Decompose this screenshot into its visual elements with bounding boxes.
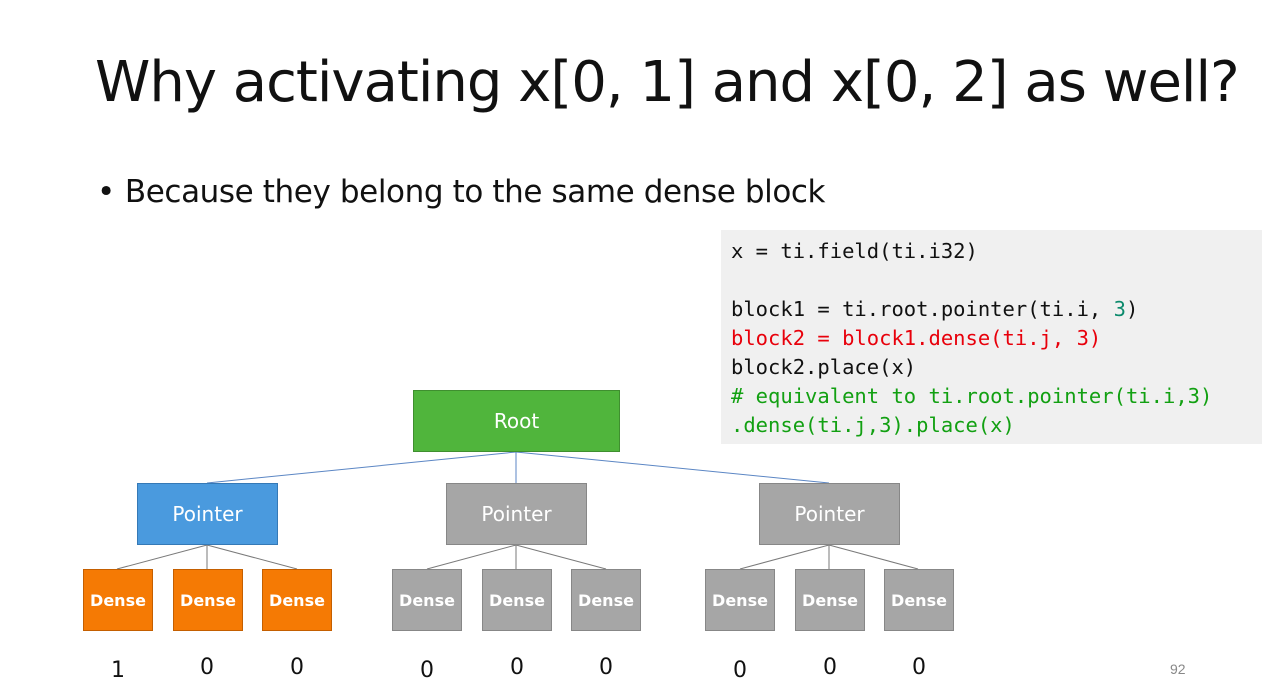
pointer-node: Pointer bbox=[446, 483, 587, 545]
edge-pointer-dense bbox=[828, 544, 919, 570]
dense-node: Dense bbox=[705, 569, 775, 631]
dense-node: Dense bbox=[884, 569, 954, 631]
bullet-point: •Because they belong to the same dense b… bbox=[97, 174, 825, 210]
bullet-dot: • bbox=[97, 174, 115, 210]
edge-pointer-dense bbox=[206, 544, 298, 570]
edge-pointer-dense bbox=[426, 544, 517, 570]
code-text: block1 = ti.root.pointer(ti.i, bbox=[731, 297, 1114, 321]
code-number: 3 bbox=[1113, 297, 1126, 321]
code-line: block2.place(x) bbox=[731, 355, 917, 379]
cell-value: 0 bbox=[290, 655, 304, 680]
edge-root-pointer bbox=[515, 451, 830, 484]
cell-value: 0 bbox=[510, 655, 524, 680]
dense-node: Dense bbox=[392, 569, 462, 631]
page-number: 92 bbox=[1170, 661, 1186, 677]
cell-value: 1 bbox=[111, 658, 125, 683]
code-block: x = ti.field(ti.i32) block1 = ti.root.po… bbox=[721, 230, 1262, 444]
dense-node: Dense bbox=[571, 569, 641, 631]
edge-pointer-dense bbox=[515, 544, 607, 570]
pointer-node: Pointer bbox=[759, 483, 900, 545]
slide-title: Why activating x[0, 1] and x[0, 2] as we… bbox=[95, 50, 1240, 115]
cell-value: 0 bbox=[733, 658, 747, 683]
dense-node-active: Dense bbox=[262, 569, 332, 631]
code-line: block1 = ti.root.pointer(ti.i, 3) bbox=[731, 295, 1262, 324]
edge-pointer-dense bbox=[739, 544, 830, 570]
pointer-node-active: Pointer bbox=[137, 483, 278, 545]
code-line-highlighted: block2 = block1.dense(ti.j, 3) bbox=[731, 326, 1102, 350]
code-comment: # equivalent to ti.root.pointer(ti.i,3) bbox=[731, 384, 1213, 408]
dense-node: Dense bbox=[482, 569, 552, 631]
edge-root-pointer bbox=[206, 451, 517, 484]
cell-value: 0 bbox=[420, 658, 434, 683]
root-node: Root bbox=[413, 390, 620, 452]
bullet-text: Because they belong to the same dense bl… bbox=[124, 174, 826, 210]
dense-node-active: Dense bbox=[173, 569, 243, 631]
cell-value: 0 bbox=[599, 655, 613, 680]
dense-node: Dense bbox=[795, 569, 865, 631]
code-comment: .dense(ti.j,3).place(x) bbox=[731, 413, 1015, 437]
code-line: x = ti.field(ti.i32) bbox=[731, 239, 978, 263]
cell-value: 0 bbox=[200, 655, 214, 680]
cell-value: 0 bbox=[823, 655, 837, 680]
code-text: ) bbox=[1125, 297, 1139, 321]
dense-node-active: Dense bbox=[83, 569, 153, 631]
cell-value: 0 bbox=[912, 655, 926, 680]
edge-pointer-dense bbox=[116, 544, 208, 570]
